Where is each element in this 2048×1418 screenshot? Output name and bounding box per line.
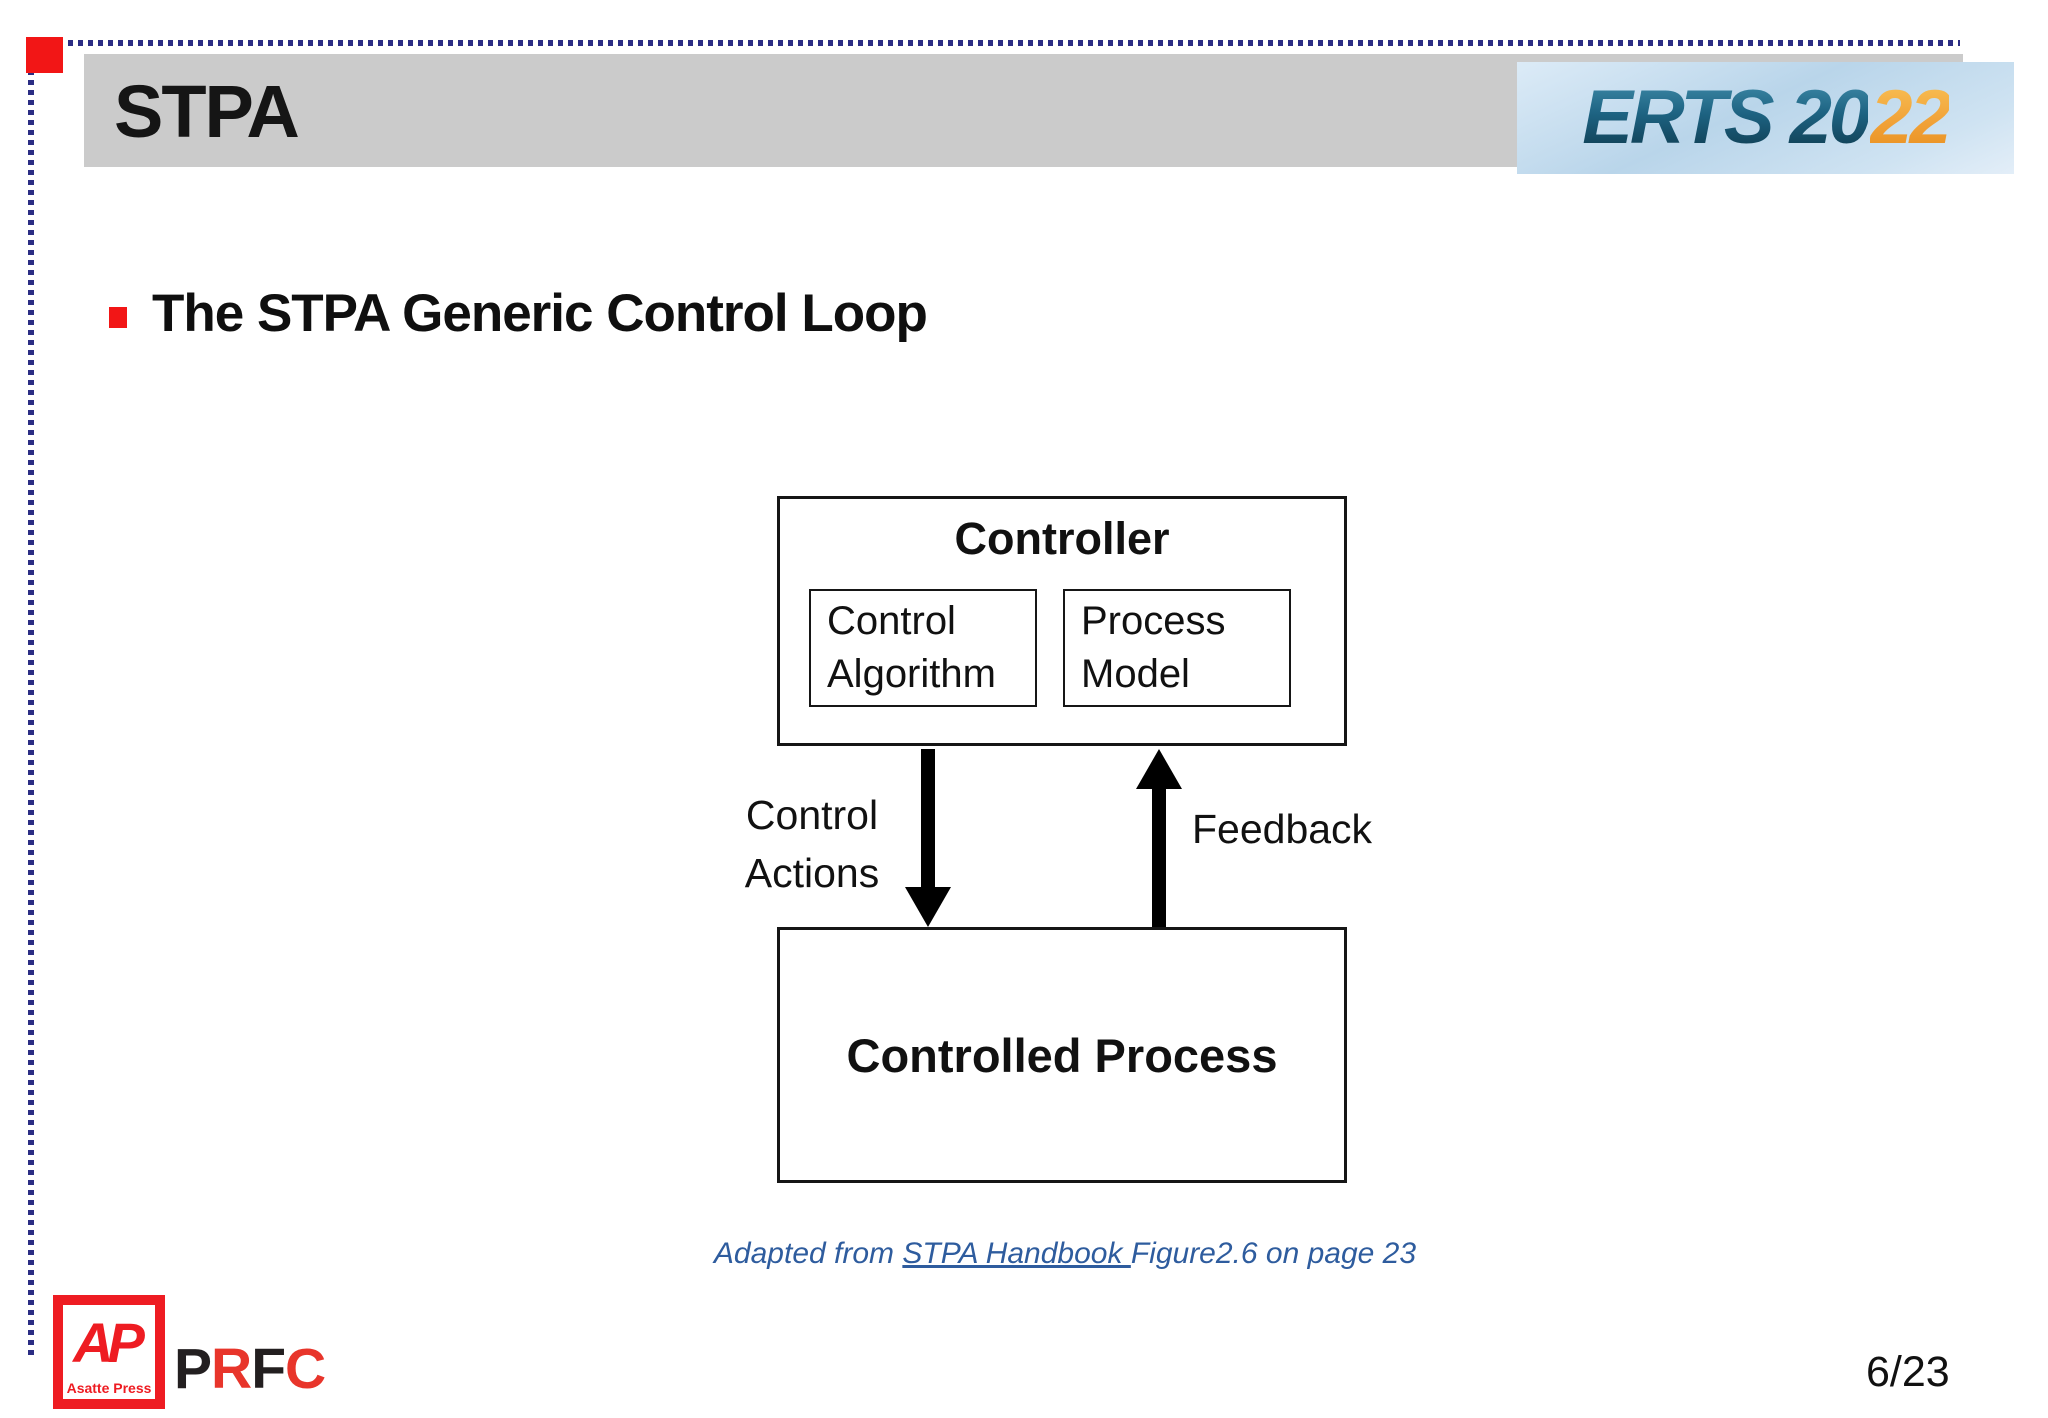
- process-model-node: Process Model: [1063, 589, 1291, 707]
- control-actions-arrow-down-icon: [905, 749, 951, 927]
- dotted-border-top: [28, 40, 1960, 46]
- stpa-handbook-link[interactable]: STPA Handbook: [902, 1237, 1131, 1270]
- corner-accent-square: [26, 37, 63, 73]
- arrow-head: [905, 887, 951, 927]
- title-bullet-square: [109, 307, 127, 328]
- asatte-press-logo: AP Asatte Press: [53, 1295, 165, 1409]
- feedback-label: Feedback: [1192, 806, 1373, 852]
- process-model-label-line2: Model: [1081, 652, 1190, 696]
- control-actions-label-line1: Control: [745, 792, 879, 838]
- erts-logo-text-primary: ERTS 20: [1582, 75, 1871, 160]
- controlled-process-label: Controlled Process: [846, 1028, 1278, 1082]
- erts-logo-text-accent: 22: [1870, 75, 1952, 160]
- page-number: 6/23: [1866, 1348, 1950, 1396]
- arrow-head: [1136, 749, 1182, 789]
- arrow-shaft: [921, 749, 935, 891]
- caption-prefix: Adapted from: [713, 1237, 903, 1270]
- process-model-label-line1: Process: [1081, 599, 1226, 643]
- caption-suffix: Figure2.6 on page 23: [1130, 1237, 1417, 1270]
- prfc-letter-f: F: [251, 1337, 286, 1401]
- controller-label: Controller: [954, 513, 1170, 564]
- prfc-letter-c: C: [285, 1337, 326, 1401]
- prfc-letter-p: P: [174, 1337, 212, 1401]
- control-actions-label-line2: Actions: [744, 850, 880, 896]
- erts-2022-logo: ERTS 20 22: [1517, 62, 2014, 174]
- control-actions-label: Control Actions: [718, 786, 906, 902]
- slide-title: STPA: [114, 70, 300, 153]
- controlled-process-node: Controlled Process: [777, 927, 1347, 1183]
- control-algorithm-node: Control Algorithm: [809, 589, 1037, 707]
- control-algorithm-label-line1: Control: [827, 599, 956, 643]
- dotted-border-left: [28, 40, 34, 1355]
- asatte-press-name: Asatte Press: [66, 1380, 152, 1396]
- feedback-arrow-up-icon: [1136, 749, 1182, 927]
- prfc-logo: PRFC: [174, 1341, 326, 1398]
- arrow-shaft: [1152, 785, 1166, 927]
- prfc-letter-r: R: [211, 1337, 252, 1401]
- asatte-press-monogram: AP: [73, 1311, 145, 1374]
- figure-caption: Adapted from STPA Handbook Figure2.6 on …: [620, 1237, 1510, 1271]
- control-algorithm-label-line2: Algorithm: [827, 652, 996, 696]
- bullet-title: The STPA Generic Control Loop: [152, 284, 928, 343]
